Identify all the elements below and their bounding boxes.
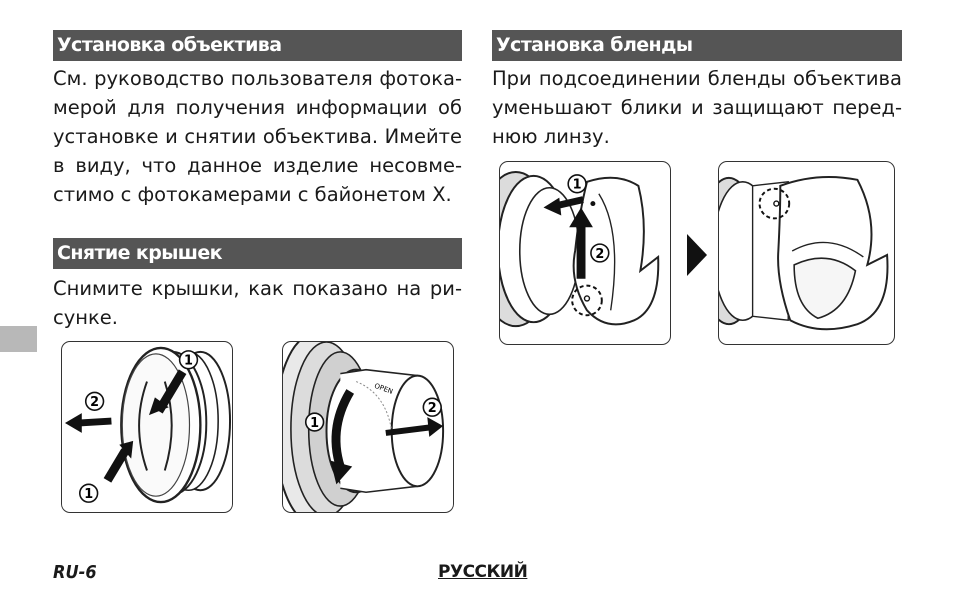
- svg-text:1: 1: [84, 487, 93, 502]
- paragraph-line: в виду, что данное изделие несовме-: [53, 154, 462, 177]
- paragraph-line: установке и снятии объектива. Имейте: [53, 125, 462, 148]
- remove-caps-paragraph: Снимите крышки, как показано на ри- сунк…: [53, 274, 462, 332]
- paragraph-line: Снимите крышки, как показано на ри-: [53, 277, 462, 300]
- page-number: RU-6: [53, 562, 97, 583]
- figure-front-cap-removal: 1 2 1: [61, 341, 233, 513]
- section-heading-remove-caps: Снятие крышек: [53, 238, 462, 269]
- side-tab-marker: [0, 326, 37, 352]
- paragraph-line: См. руководство пользователя фотока-: [53, 67, 462, 90]
- svg-text:1: 1: [184, 354, 193, 369]
- rear-cap-illustration: OPEN 1 2: [283, 342, 445, 512]
- hood-attached-illustration: [719, 175, 889, 331]
- next-step-arrow-icon: [687, 234, 707, 280]
- lens-mount-paragraph: См. руководство пользователя фотока- мер…: [53, 64, 462, 209]
- paragraph-line: нюю линзу.: [492, 125, 610, 148]
- svg-text:1: 1: [310, 416, 319, 431]
- step-number-badges: 1 2: [304, 397, 442, 432]
- svg-text:2: 2: [428, 401, 437, 416]
- figure-hood-attached: [718, 161, 895, 345]
- figure-hood-attach: 1 2: [499, 161, 671, 345]
- paragraph-line: стимо с фотокамерами с байонетом X.: [53, 183, 452, 206]
- figure-rear-cap-removal: OPEN 1 2: [282, 341, 454, 513]
- paragraph-line: сунке.: [53, 306, 118, 329]
- hood-paragraph: При подсоединении бленды объектива умень…: [492, 64, 902, 151]
- svg-text:1: 1: [573, 178, 582, 193]
- paragraph-line: При подсоединении бленды объектива: [492, 67, 902, 90]
- front-cap-illustration: 1 2 1: [64, 346, 232, 504]
- paragraph-line: уменьшают блики и защищают перед-: [492, 96, 902, 119]
- hood-attach-illustration: 1 2: [500, 170, 660, 328]
- svg-text:2: 2: [90, 395, 99, 410]
- paragraph-line: мерой для получения информации об: [53, 96, 462, 119]
- step-number-badges: 1 2 1: [79, 350, 199, 503]
- step-number-badges: 1 2: [567, 174, 610, 263]
- svg-text:2: 2: [595, 247, 604, 262]
- section-heading-lens-mount: Установка объектива: [53, 30, 462, 61]
- section-heading-hood: Установка бленды: [492, 30, 902, 61]
- language-label: РУССКИЙ: [438, 562, 528, 582]
